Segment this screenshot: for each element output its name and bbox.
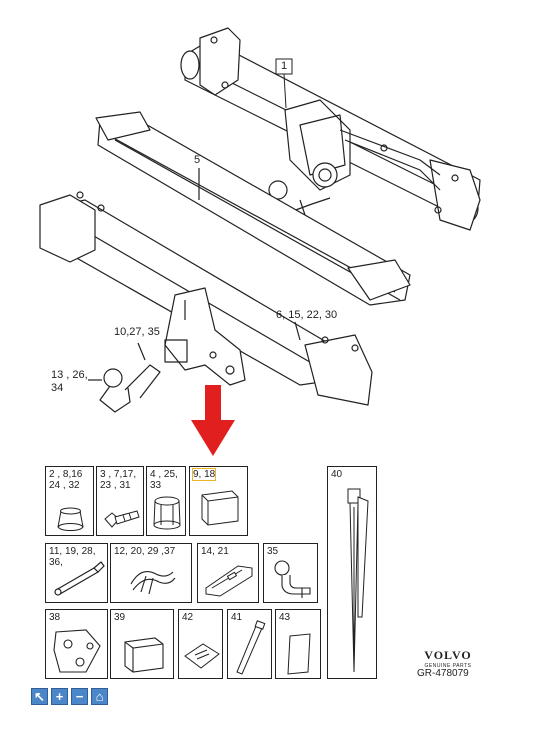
part-cell-40[interactable]: 40 [327, 466, 377, 679]
zoom-out-icon[interactable]: − [71, 688, 88, 705]
cursor-icon[interactable]: ↖ [31, 688, 48, 705]
part-cell-35[interactable]: 35 [263, 543, 318, 603]
callout-13a: 13 , 26, [51, 369, 88, 381]
part-cell-label: 40 [331, 469, 343, 480]
callout-6: 6, 15, 22, 30 [276, 309, 338, 321]
zoom-in-icon[interactable]: + [51, 688, 68, 705]
part-cell-12[interactable]: 12, 20, 29 ,37 [110, 543, 192, 603]
mounting-plate-icon [53, 629, 101, 673]
part-cell-14[interactable]: 14, 21 [197, 543, 259, 603]
tow-bar-exploded-diagram [39, 27, 481, 456]
callout-10: 10,27, 35 [114, 326, 160, 338]
part-cell-43[interactable]: 43 [275, 609, 321, 679]
part-cell-4[interactable]: 4 , 25, 33 [146, 466, 186, 536]
part-cell-38[interactable]: 38 [45, 609, 108, 679]
callout-13b: 34 [51, 382, 64, 394]
callout-5: 5 [194, 154, 201, 166]
callout-1: 1 [281, 60, 288, 72]
part-cell-label: 38 [49, 612, 61, 623]
part-cell-2[interactable]: 2 , 8,16 24 , 32 [45, 466, 94, 536]
part-cell-label: 42 [182, 612, 194, 623]
pin-icon [54, 561, 105, 596]
cover-cap-icon [201, 490, 239, 526]
red-down-arrow [191, 385, 235, 456]
block-icon [124, 637, 164, 673]
part-cell-9[interactable]: 9, 18 [189, 466, 248, 536]
part-cell-label: 9, 18 [191, 468, 217, 481]
part-cell-label: 43 [279, 612, 291, 623]
part-cell-label: 39 [114, 612, 126, 623]
part-cell-3[interactable]: 3 , 7,17, 23 , 31 [96, 466, 144, 536]
part-cell-label: 12, 20, 29 ,37 [114, 546, 176, 557]
part-cell-label: 35 [267, 546, 279, 557]
part-cell-39[interactable]: 39 [110, 609, 174, 679]
bolt-icon [104, 510, 140, 528]
bracket-plate-icon [205, 565, 253, 597]
clip-icon [130, 571, 176, 595]
part-cell-label: 3 , 7,17, 23 , 31 [100, 469, 137, 491]
document-icon [287, 633, 311, 675]
part-cell-11[interactable]: 11, 19, 28, 36, [45, 543, 108, 603]
logo-brand: VOLVO [424, 648, 472, 662]
volvo-logo: VOLVO GENUINE PARTS [417, 648, 479, 669]
logo-sub: GENUINE PARTS [424, 663, 472, 669]
part-cell-label: 2 , 8,16 24 , 32 [49, 469, 83, 491]
nut-icon [57, 507, 84, 531]
part-cell-label: 4 , 25, 33 [150, 469, 178, 491]
part-cell-41[interactable]: 41 [227, 609, 272, 679]
towball-icon [274, 560, 311, 598]
label-sticker-icon [184, 643, 220, 669]
part-cell-label: 41 [231, 612, 243, 623]
viewer-toolbar: ↖ + − ⌂ [31, 688, 108, 705]
part-cell-label: 14, 21 [201, 546, 229, 557]
part-cell-42[interactable]: 42 [178, 609, 223, 679]
part-cell-label: 11, 19, 28, 36, [49, 546, 96, 568]
spacer-icon [153, 496, 181, 530]
home-icon[interactable]: ⌂ [91, 688, 108, 705]
cable-tie-long-icon [347, 488, 369, 673]
cable-tie-short-icon [236, 620, 266, 675]
reference-number: GR-478079 [417, 668, 469, 679]
